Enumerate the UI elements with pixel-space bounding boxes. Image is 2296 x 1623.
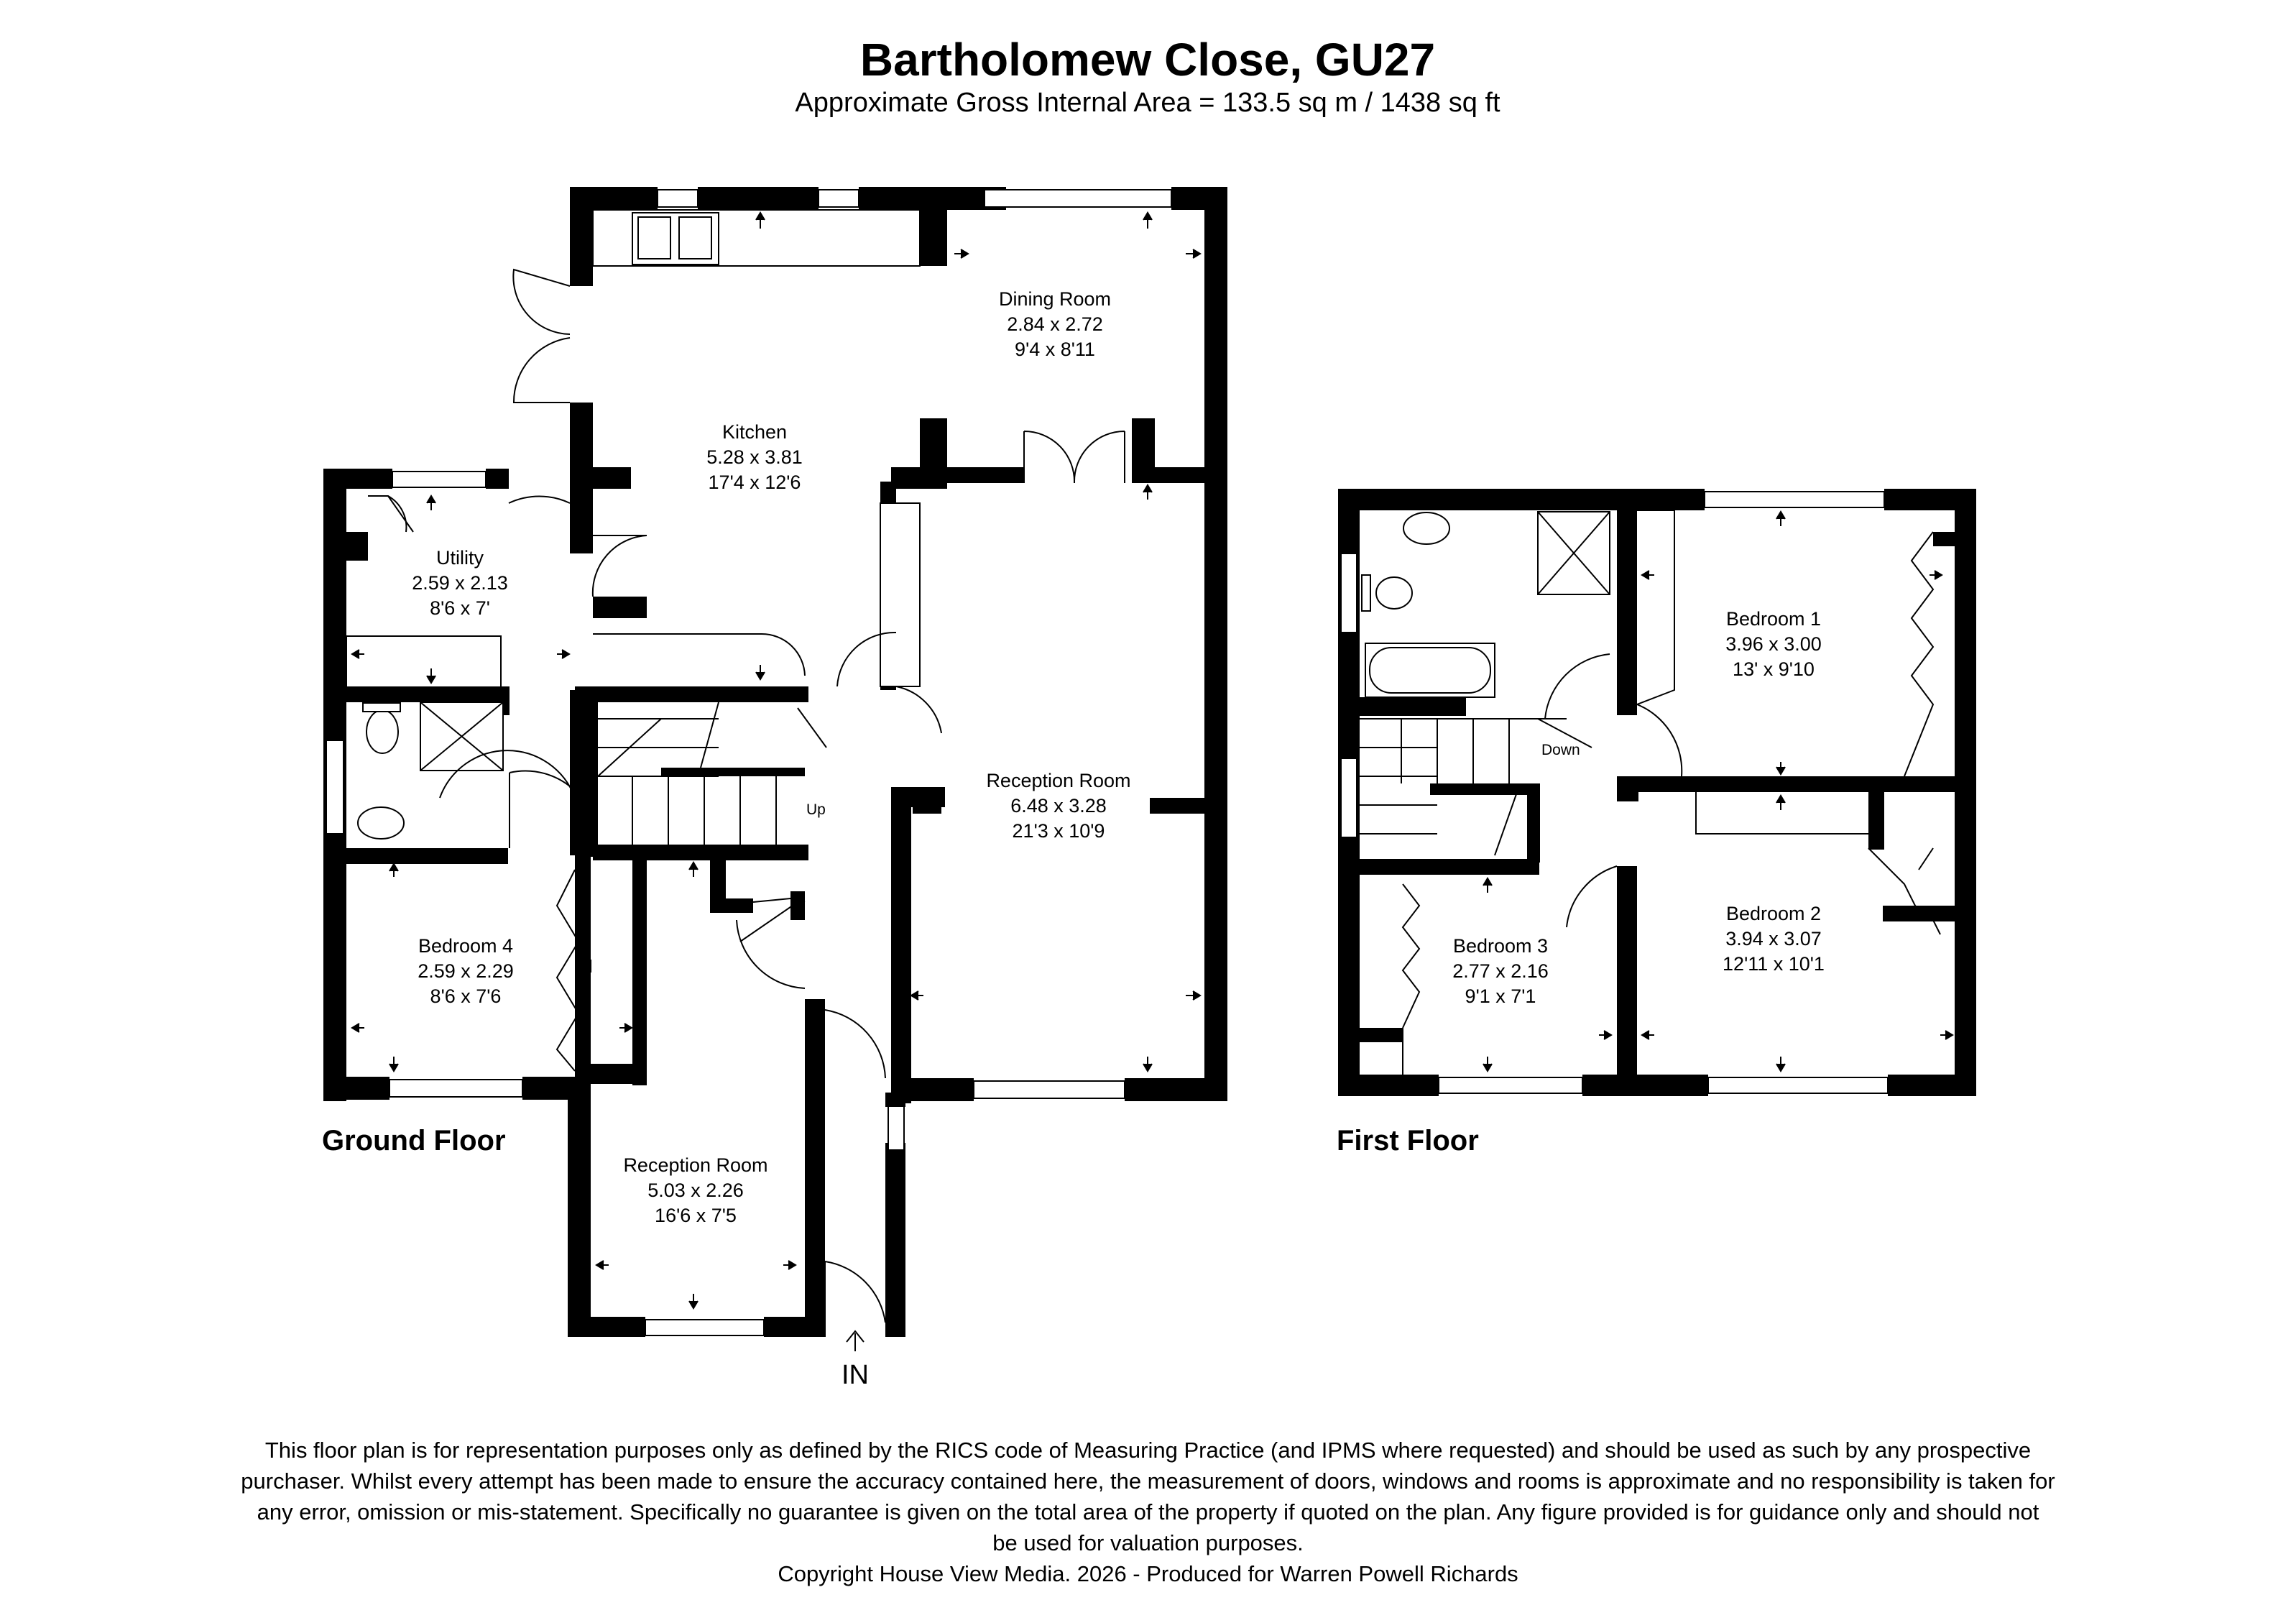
stairs-up-label: Up [806,801,826,818]
copyright: Copyright House View Media. 2026 - Produ… [778,1561,1518,1586]
first-floor-label: First Floor [1337,1125,1479,1157]
stairs-down-label: Down [1541,742,1580,758]
room-dining: Dining Room 2.84 x 2.72 9'4 x 8'11 [999,288,1111,360]
room-reception-large: Reception Room 6.48 x 3.28 21'3 x 10'9 [986,770,1130,842]
room-metric: 3.96 x 3.00 [1725,633,1822,655]
plan-title: Bartholomew Close, GU27 [860,34,1435,86]
room-bedroom-3: Bedroom 3 2.77 x 2.16 9'1 x 7'1 [1452,935,1549,1007]
room-metric: 2.59 x 2.29 [418,960,514,982]
room-name: Bedroom 3 [1453,935,1548,957]
ground-floor-plan: Up [323,187,1227,1337]
room-name: Kitchen [722,421,787,443]
room-imperial: 9'1 x 7'1 [1465,985,1536,1007]
room-metric: 2.84 x 2.72 [1007,313,1103,335]
room-metric: 6.48 x 3.28 [1010,795,1107,817]
room-imperial: 17'4 x 12'6 [709,472,801,493]
entrance-arrow-icon [846,1330,865,1351]
room-bedroom-4: Bedroom 4 2.59 x 2.29 8'6 x 7'6 [418,935,514,1007]
room-name: Bedroom 2 [1726,903,1821,924]
room-bedroom-2: Bedroom 2 3.94 x 3.07 12'11 x 10'1 [1723,903,1825,975]
room-name: Dining Room [999,288,1111,310]
room-imperial: 9'4 x 8'11 [1015,339,1095,360]
room-metric: 5.03 x 2.26 [647,1180,744,1201]
room-metric: 2.59 x 2.13 [412,572,508,594]
first-floor-plan: Down [1338,489,1976,1096]
room-name: Reception Room [986,770,1130,791]
room-reception-small: Reception Room 5.03 x 2.26 16'6 x 7'5 [623,1154,767,1226]
disclaimer-line: be used for valuation purposes. [992,1530,1304,1555]
disclaimer-line: any error, omission or mis-statement. Sp… [257,1499,2039,1525]
room-kitchen: Kitchen 5.28 x 3.81 17'4 x 12'6 [706,421,803,493]
disclaimer: This floor plan is for representation pu… [129,1435,2167,1589]
ground-floor-label: Ground Floor [322,1125,506,1157]
disclaimer-line: This floor plan is for representation pu… [264,1438,2032,1463]
room-imperial: 12'11 x 10'1 [1723,953,1825,975]
room-imperial: 16'6 x 7'5 [655,1205,737,1226]
room-bedroom-1: Bedroom 1 3.96 x 3.00 13' x 9'10 [1725,608,1822,680]
entrance-label: IN [842,1360,869,1390]
room-imperial: 13' x 9'10 [1733,658,1815,680]
room-metric: 5.28 x 3.81 [706,446,803,468]
room-metric: 3.94 x 3.07 [1725,928,1822,950]
room-imperial: 21'3 x 10'9 [1013,820,1105,842]
room-name: Reception Room [623,1154,767,1176]
room-name: Utility [436,547,484,569]
room-utility: Utility 2.59 x 2.13 8'6 x 7' [412,547,508,619]
room-name: Bedroom 1 [1726,608,1821,630]
dimension-arrows [351,211,1954,1310]
plan-subtitle: Approximate Gross Internal Area = 133.5 … [795,88,1500,118]
room-metric: 2.77 x 2.16 [1452,960,1549,982]
room-imperial: 8'6 x 7'6 [430,985,502,1007]
disclaimer-line: purchaser. Whilst every attempt has been… [241,1468,2055,1494]
room-imperial: 8'6 x 7' [430,597,490,619]
room-name: Bedroom 4 [418,935,513,957]
